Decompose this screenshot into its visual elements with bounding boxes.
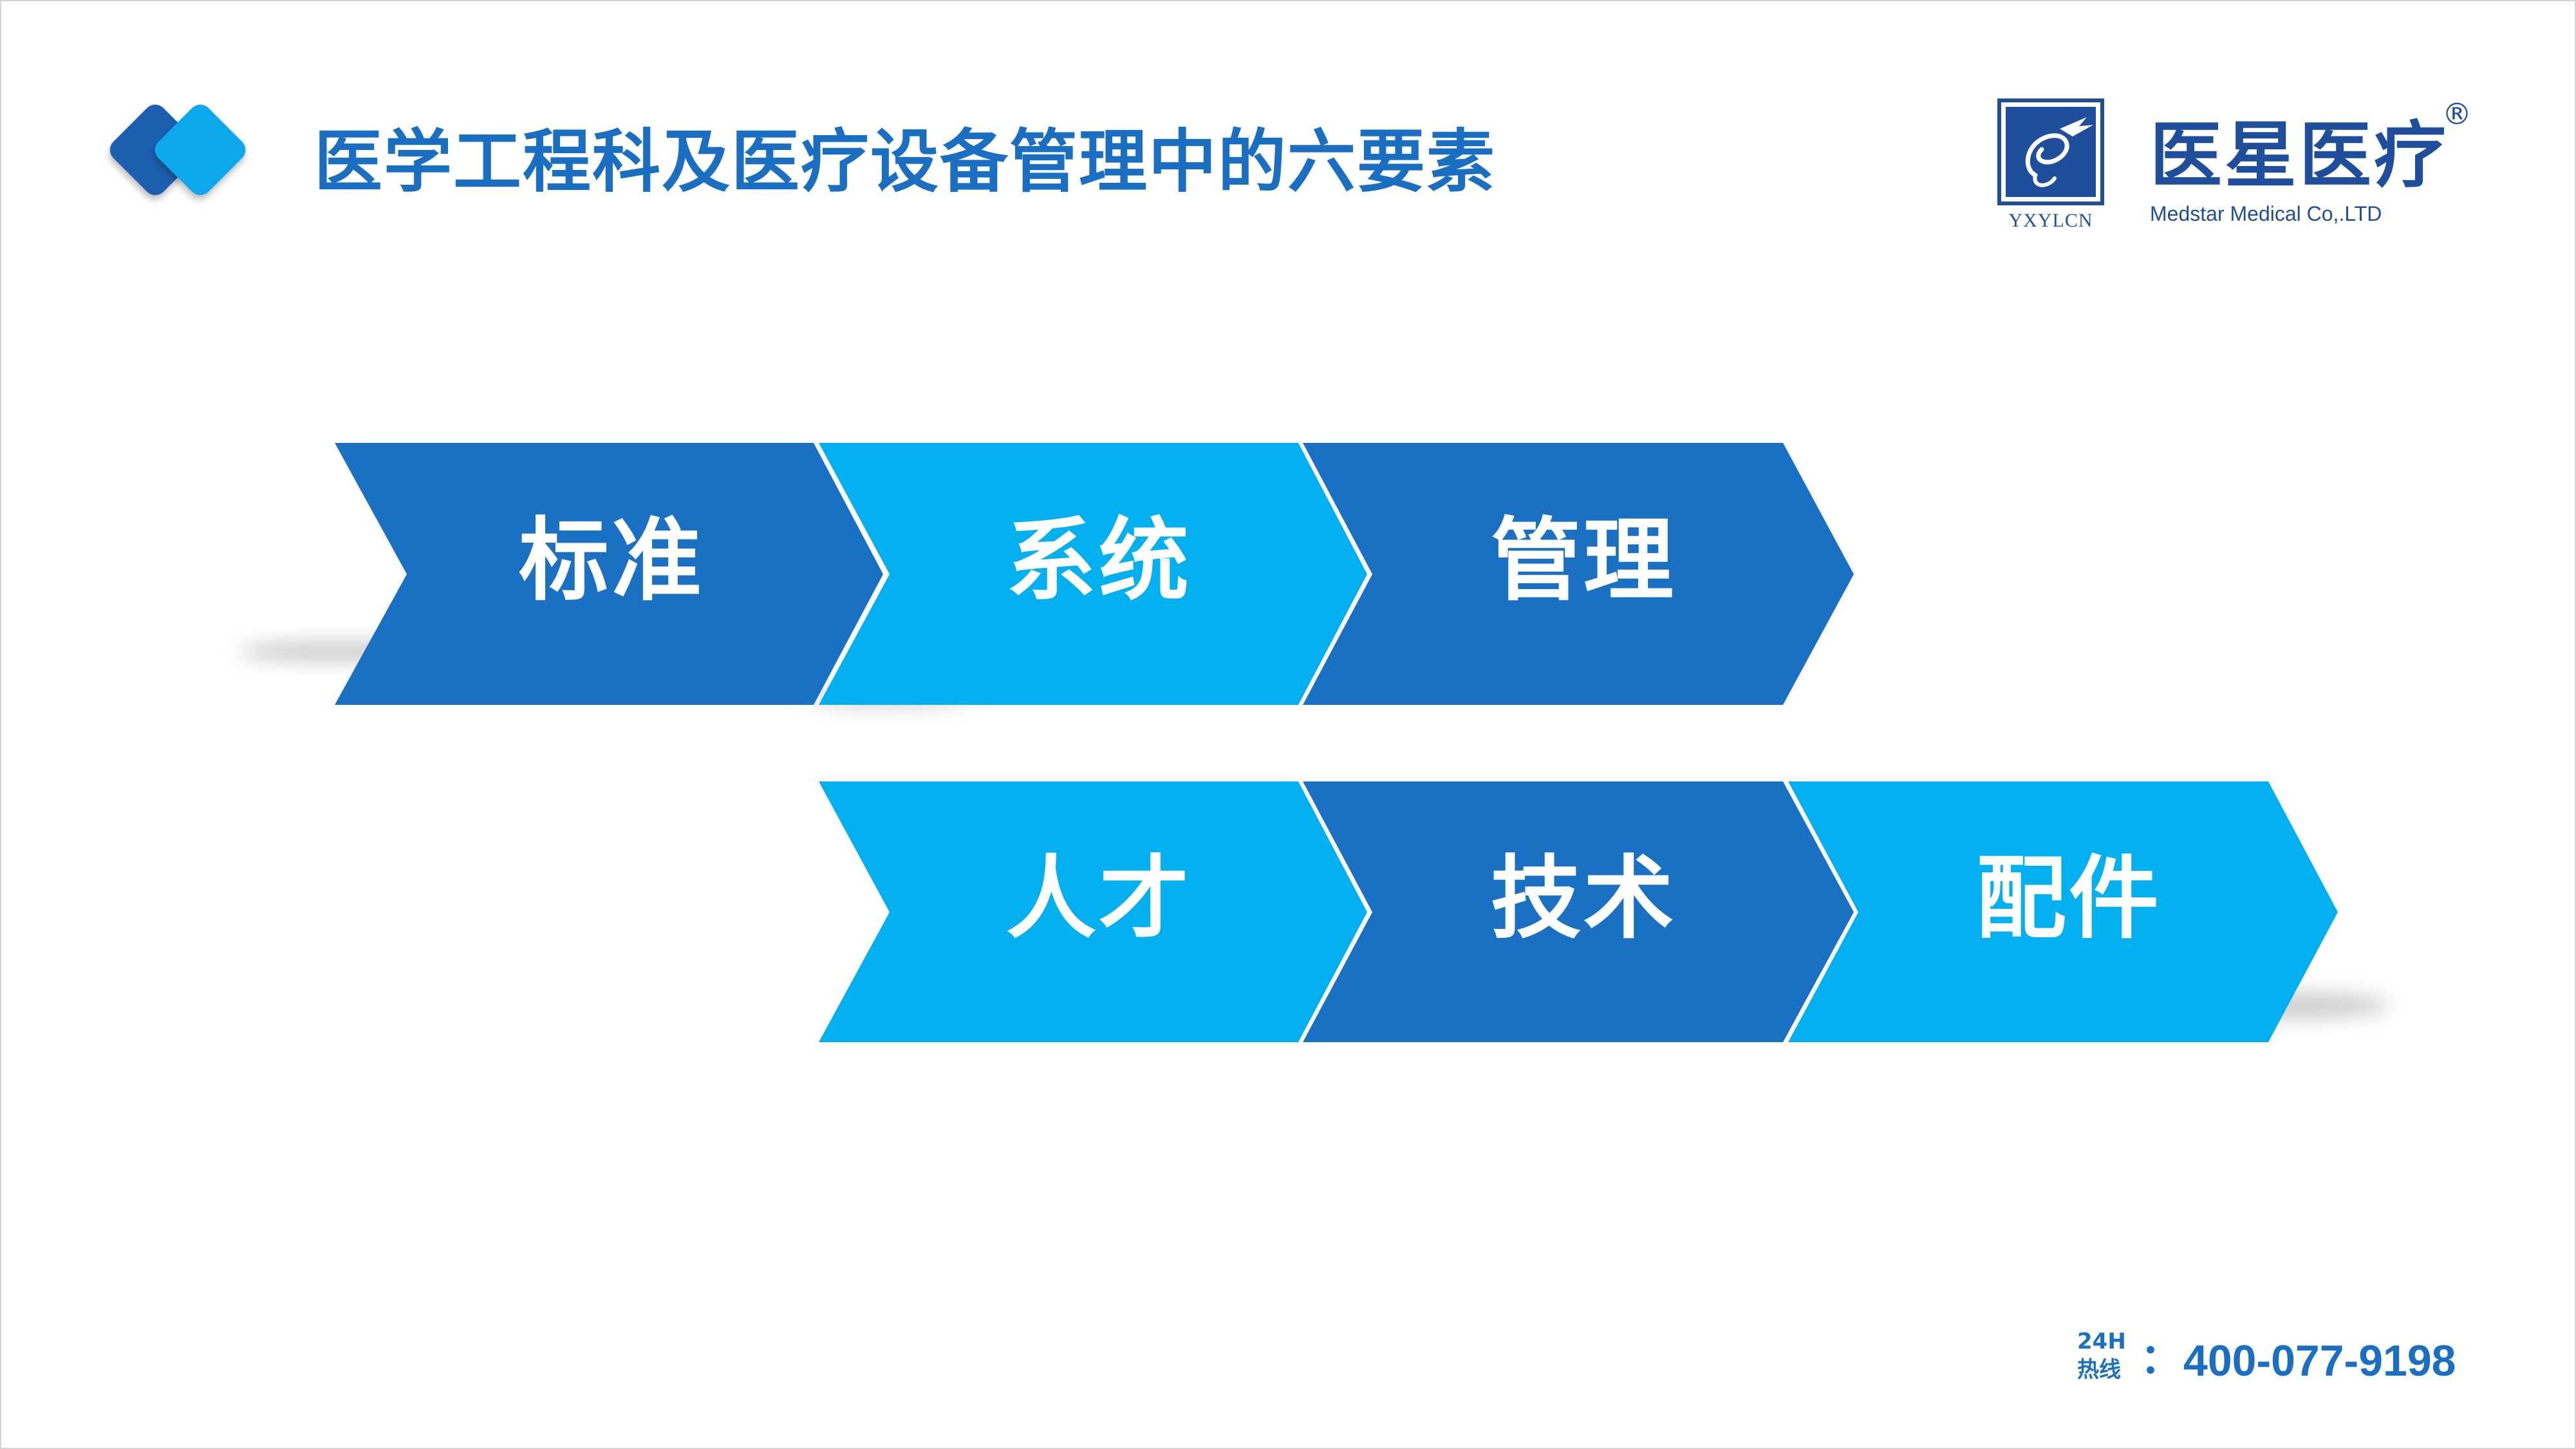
yxylcn-emblem-icon <box>1997 98 2104 205</box>
chevron-label-xitong: 系统 <box>1005 509 1191 613</box>
chevron-peijian <box>1788 781 2338 1042</box>
hotline-tag-line1: 24H <box>2077 1329 2126 1354</box>
hotline-colon: ： <box>2140 1336 2181 1383</box>
chevron-guanli <box>1303 443 1854 705</box>
chevron-label-biaozhun: 标准 <box>518 509 704 613</box>
hotline-number: 400-077-9198 <box>2183 1336 2456 1385</box>
chevron-label-guanli: 管理 <box>1490 509 1676 613</box>
chevron-label-peijian: 配件 <box>1975 846 2161 951</box>
hotline-tag: 24H 热线 <box>2077 1327 2135 1384</box>
chevron-xitong <box>819 443 1367 705</box>
chevron-jishu <box>1303 781 1854 1042</box>
chevron-biaozhun <box>335 443 883 705</box>
hotline: 24H 热线 ： 400-077-9198 <box>2077 1327 2502 1398</box>
registered-mark: ® <box>2442 97 2472 131</box>
chevron-label-jishu: 技术 <box>1490 846 1676 951</box>
double-diamond-icon <box>109 104 246 196</box>
brand-name: 医星医疗 <box>2150 114 2449 198</box>
brand-subtitle: Medstar Medical Co,.LTD <box>2150 202 2382 225</box>
chevron-rencai <box>819 781 1367 1042</box>
hotline-tag-line2: 热线 <box>2077 1357 2121 1383</box>
brand-logo: YXYLCN 医星医疗 ® Medstar Medical Co,.LTD <box>1997 98 2486 233</box>
chevron-label-rencai: 人才 <box>1005 846 1191 951</box>
page-title: 医学工程科及医疗设备管理中的六要素 <box>314 122 1496 201</box>
brand-code: YXYLCN <box>2008 210 2093 231</box>
